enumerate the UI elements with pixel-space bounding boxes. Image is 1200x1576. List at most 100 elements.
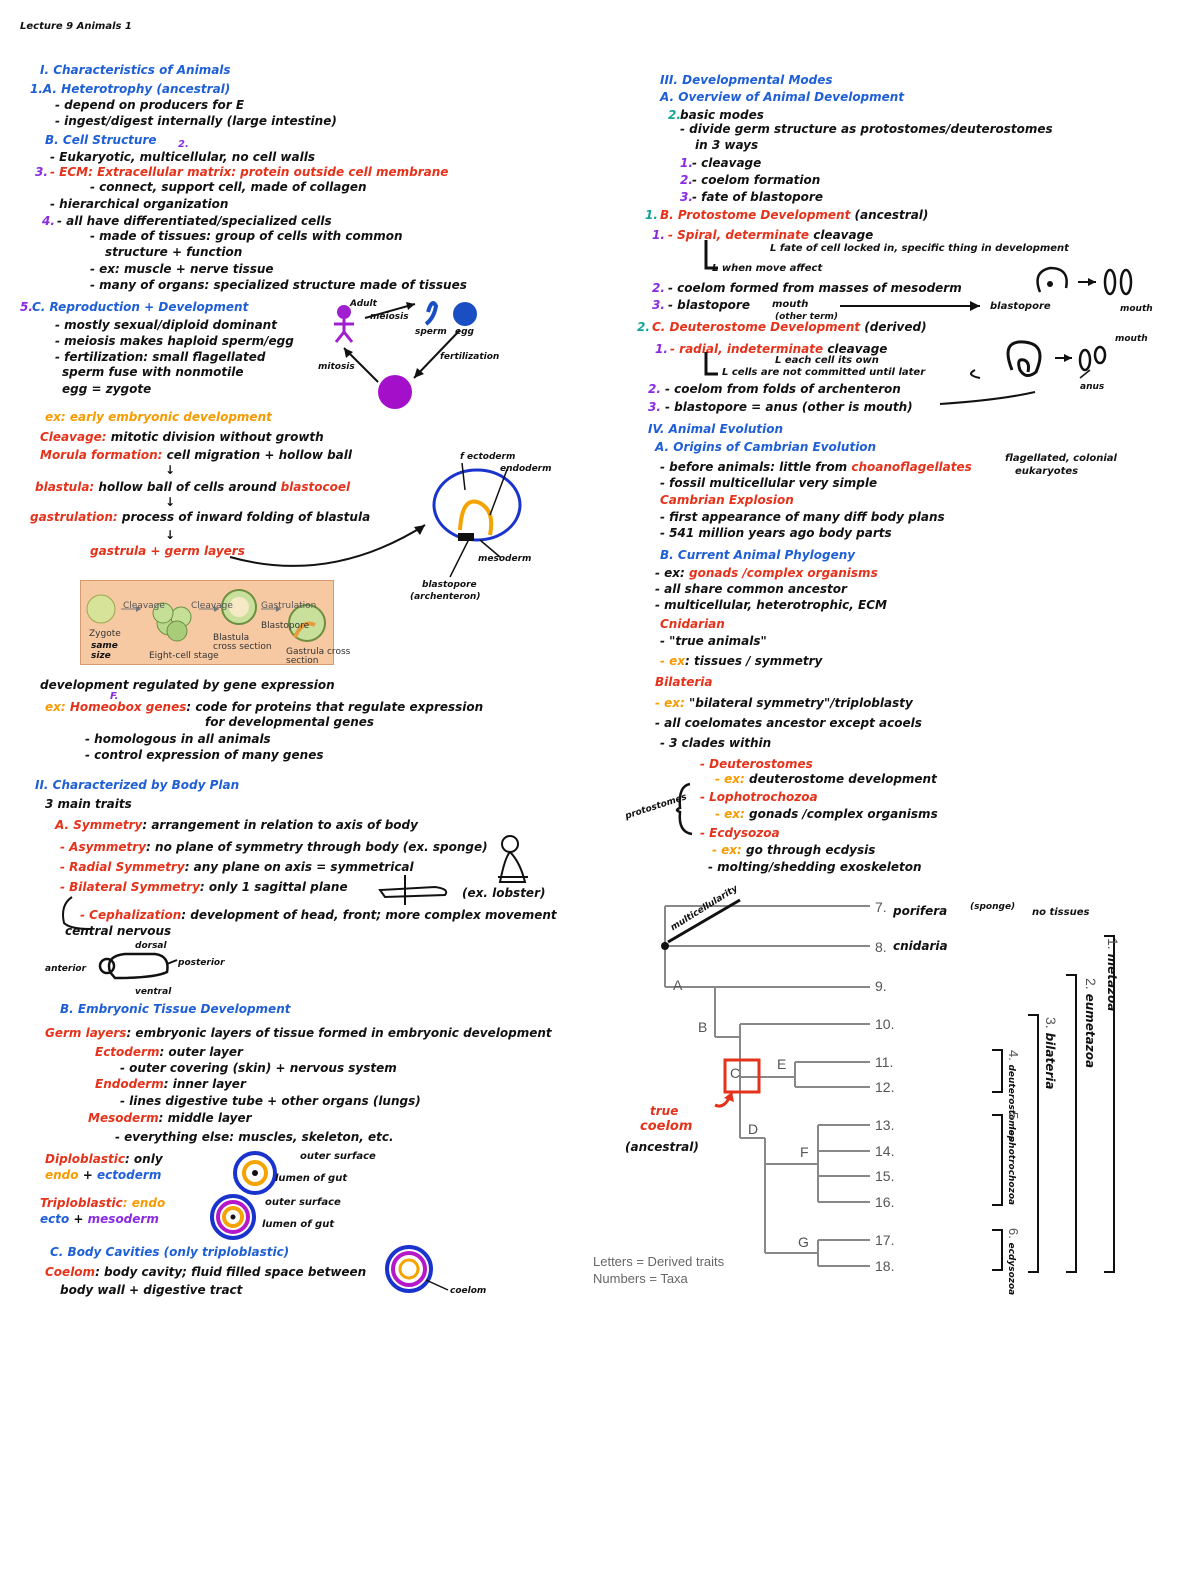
section-1-title: I. Characteristics of Animals (40, 63, 231, 77)
label-anterior: anterior (45, 964, 87, 974)
subheading-cambrian: Cambrian Explosion (660, 493, 794, 507)
label-anus: anus (1080, 382, 1105, 392)
subheading-cnidarian: Cnidarian (660, 617, 725, 631)
note-line: - multicellular, heterotrophic, ECM (655, 598, 887, 612)
note-line: - connect, support cell, made of collage… (90, 180, 367, 194)
note-line: - blastopore = anus (other is mouth) (665, 400, 913, 414)
page-title: Lecture 9 Animals 1 (20, 21, 132, 32)
label-mouth: mouth (1115, 334, 1148, 344)
number-marker: 4. (42, 214, 55, 228)
phylogenetic-tree (661, 898, 1115, 1273)
radial-organism-icon (498, 835, 528, 883)
true-coelom-box (723, 1058, 761, 1094)
true-coelom-label: true (650, 1104, 679, 1118)
trait-label: A (673, 977, 683, 993)
note-line: - coelom formed from masses of mesoderm (668, 281, 962, 295)
section-1c-heading: C. Reproduction + Development (32, 300, 249, 314)
note-radial-indeterminate: - radial, indeterminate cleavage (670, 342, 888, 356)
note-line: - blastopore (668, 298, 750, 312)
note-line: - meiosis makes haploid sperm/egg (55, 334, 294, 348)
number-marker: 2. (680, 173, 693, 187)
fig-label-gastrula: Gastrula cross (286, 647, 351, 657)
note-line-tissues: - made of tissues: group of cells with c… (90, 229, 403, 243)
number-marker: 1. (652, 228, 665, 242)
note-line: L cells are not committed until later (722, 367, 926, 378)
arrow-line (364, 303, 416, 319)
fig-label-cleavage: Cleavage (191, 601, 233, 611)
note-line: - coelom from folds of archenteron (665, 382, 901, 396)
label-coelom: coelom (450, 1286, 487, 1296)
note-line: - ingest/digest internally (large intest… (55, 114, 337, 128)
taxon-note-cnidaria: cnidaria (893, 939, 948, 953)
note-line: basic modes (680, 108, 764, 122)
note-lobster: (ex. lobster) (462, 886, 546, 900)
note-coelom: Coelom: body cavity; fluid filled space … (45, 1265, 367, 1279)
note-line: - molting/shedding exoskeleton (708, 860, 922, 874)
label-mouth: mouth (1120, 304, 1153, 314)
label-dorsal: dorsal (135, 941, 167, 951)
number-marker: 1. (645, 208, 658, 222)
dev-blastula: blastula: hollow ball of cells around bl… (35, 480, 351, 494)
note-line: - all coelomates ancestor except acoels (655, 716, 922, 730)
clade-lophotrochozoa: - Lophotrochozoa (700, 790, 818, 804)
number-marker: 3. (648, 400, 661, 414)
section-4-title: IV. Animal Evolution (648, 422, 784, 436)
label-endoderm: endoderm (500, 464, 552, 474)
body-axis-drawing (98, 952, 178, 980)
number-marker: 3. (35, 165, 48, 179)
number-marker: 1. (680, 156, 693, 170)
label-lumen: lumen of gut (262, 1219, 335, 1230)
section-3c-heading: C. Deuterostome Development (derived) (652, 320, 927, 334)
note-line: - fate of blastopore (692, 190, 823, 204)
note-line: - ex: gonads /complex organisms (715, 807, 938, 821)
number-marker: 1. (655, 342, 668, 356)
taxon-number: 15. (875, 1168, 895, 1184)
tree-legend: Letters = Derived traits Numbers = Taxa (593, 1253, 724, 1287)
note-line: sperm fuse with nonmotile (62, 365, 244, 379)
note-line: - mostly sexual/diploid dominant (55, 318, 277, 332)
note-line: - fossil multicellular very simple (660, 476, 878, 490)
note-line: ex: early embryonic development (45, 410, 272, 424)
note-line: - depend on producers for E (55, 98, 245, 112)
section-1a-heading: 1.A. Heterotrophy (ancestral) (30, 82, 231, 96)
note-line: flagellated, colonial (1005, 453, 1117, 464)
clade-number: 2. eumetazoa (1083, 978, 1099, 1069)
label-posterior: posterior (178, 958, 225, 968)
clade-number: 3. bilateria (1043, 1017, 1059, 1090)
label-blastopore: blastopore (422, 580, 477, 590)
note-mesoderm: Mesoderm: middle layer (88, 1111, 252, 1125)
note-metazoa: - ex: gonads /complex organisms (655, 566, 878, 580)
note-homeobox: ex: Homeobox genes: code for proteins th… (45, 700, 484, 714)
note-line: - 541 million years ago body parts (660, 526, 892, 540)
note-line: eukaryotes (1015, 466, 1079, 477)
note-line: L when move affect (712, 263, 823, 274)
clade-number: 1. metazoa (1105, 938, 1121, 1012)
fig-label-cleavage: Cleavage (123, 601, 165, 611)
number-marker: 2. (178, 139, 189, 150)
number-marker: 3. (680, 190, 693, 204)
label-archenteron: (archenteron) (410, 592, 481, 602)
section-3-title: III. Developmental Modes (660, 73, 833, 87)
cycle-label-meiosis: meiosis (370, 312, 409, 322)
note-line-ecm: - ECM: Extracellular matrix: protein out… (50, 165, 449, 179)
label-blastopore: blastopore (990, 301, 1051, 312)
note-triploblastic: Triploblastic: endo (40, 1196, 166, 1210)
subheading-bilateria: Bilateria (655, 675, 713, 689)
lobster-icon (378, 875, 448, 905)
taxon-number: 9. (875, 978, 887, 994)
coelom-diagram (385, 1245, 449, 1293)
note-line: - everything else: muscles, skeleton, et… (115, 1130, 394, 1144)
trait-label: D (748, 1121, 759, 1137)
label-ectoderm: f ectoderm (460, 452, 516, 462)
clade-ecdysozoa: - Ecdysozoa (700, 826, 780, 840)
zygote-icon (86, 594, 116, 624)
note-choanoflagellates: - before animals: little from choanoflag… (660, 460, 972, 474)
number-marker: 2. (648, 382, 661, 396)
note-line: - first appearance of many diff body pla… (660, 510, 945, 524)
note-spiral: - Spiral, determinate cleavage (668, 228, 874, 242)
note-line: - cleavage (692, 156, 762, 170)
clade-number: 5. lophotrochozoa (1006, 1112, 1021, 1206)
trait-label: E (777, 1056, 787, 1072)
triploblast-diagram (210, 1194, 256, 1240)
note-line: - "true animals" (660, 634, 767, 648)
